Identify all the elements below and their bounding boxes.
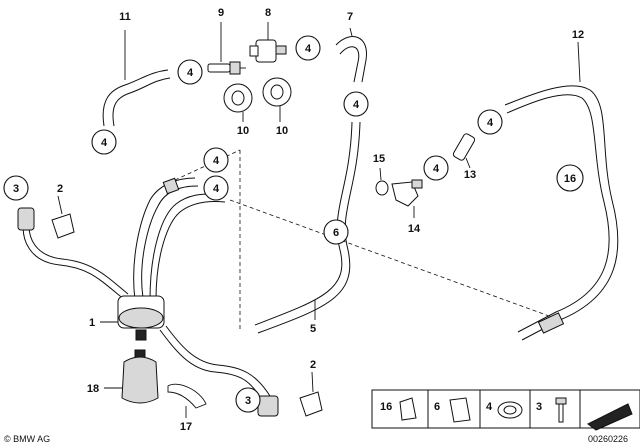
callout-4: 4	[101, 137, 108, 149]
legend-box: 16 6 4 3	[371, 389, 640, 431]
label-11: 11	[119, 11, 131, 23]
circled-labels: 4 4 4 4 4 4 4 4 3 3 6 16	[3, 35, 584, 413]
clip-16-icon	[399, 397, 417, 421]
label-2a: 2	[57, 183, 63, 195]
label-1: 1	[89, 317, 95, 329]
label-10a: 10	[237, 125, 249, 137]
part-labels: 11 9 8 7 12 10 10 15 13 14 2 1 5 2 18 17	[57, 7, 584, 433]
legend-16: 16	[380, 401, 392, 413]
copyright: © BMW AG	[4, 434, 50, 444]
diagram-id: 00260226	[588, 434, 628, 444]
clip-2-lower	[299, 371, 323, 417]
callout-4: 4	[187, 67, 194, 79]
callout-4: 4	[433, 163, 440, 175]
callout-4: 4	[305, 43, 312, 55]
callout-4: 4	[487, 117, 494, 129]
hose-5	[254, 121, 361, 334]
seal-strip-icon	[587, 403, 633, 431]
bolt-icon	[555, 397, 567, 405]
legend-6: 6	[434, 401, 440, 413]
callout-4: 4	[213, 155, 220, 167]
label-12: 12	[572, 29, 584, 41]
pump-1	[100, 295, 165, 341]
label-10b: 10	[276, 125, 288, 137]
connector-9	[207, 22, 246, 75]
label-7: 7	[347, 11, 353, 23]
fitting-14	[391, 179, 423, 218]
legend-3: 3	[536, 401, 542, 413]
hose-12	[504, 41, 619, 341]
grommets-10	[223, 77, 292, 122]
label-14: 14	[408, 223, 421, 235]
o-ring-15	[375, 167, 389, 196]
elbow-7	[335, 27, 367, 83]
label-2b: 2	[310, 359, 316, 371]
routing-lines	[174, 149, 561, 330]
label-15: 15	[373, 153, 385, 165]
clip-6-icon	[449, 397, 471, 423]
label-9: 9	[218, 7, 224, 19]
tube-13	[452, 133, 476, 169]
label-8: 8	[265, 7, 271, 19]
callout-16: 16	[564, 173, 576, 185]
label-17: 17	[180, 421, 192, 433]
valve-8	[249, 22, 287, 63]
callout-3: 3	[245, 395, 251, 407]
callout-4: 4	[213, 183, 220, 195]
callout-6: 6	[333, 227, 339, 239]
clamp-17	[167, 383, 207, 418]
pipe-assembly	[17, 177, 279, 417]
legend-4: 4	[486, 401, 493, 413]
label-13: 13	[464, 169, 476, 181]
clip-2-upper	[51, 195, 75, 239]
callout-4: 4	[353, 99, 360, 111]
hose-11	[102, 30, 171, 127]
filter-18	[104, 349, 159, 404]
label-5: 5	[310, 323, 316, 335]
label-18: 18	[87, 383, 99, 395]
callout-3: 3	[13, 183, 19, 195]
